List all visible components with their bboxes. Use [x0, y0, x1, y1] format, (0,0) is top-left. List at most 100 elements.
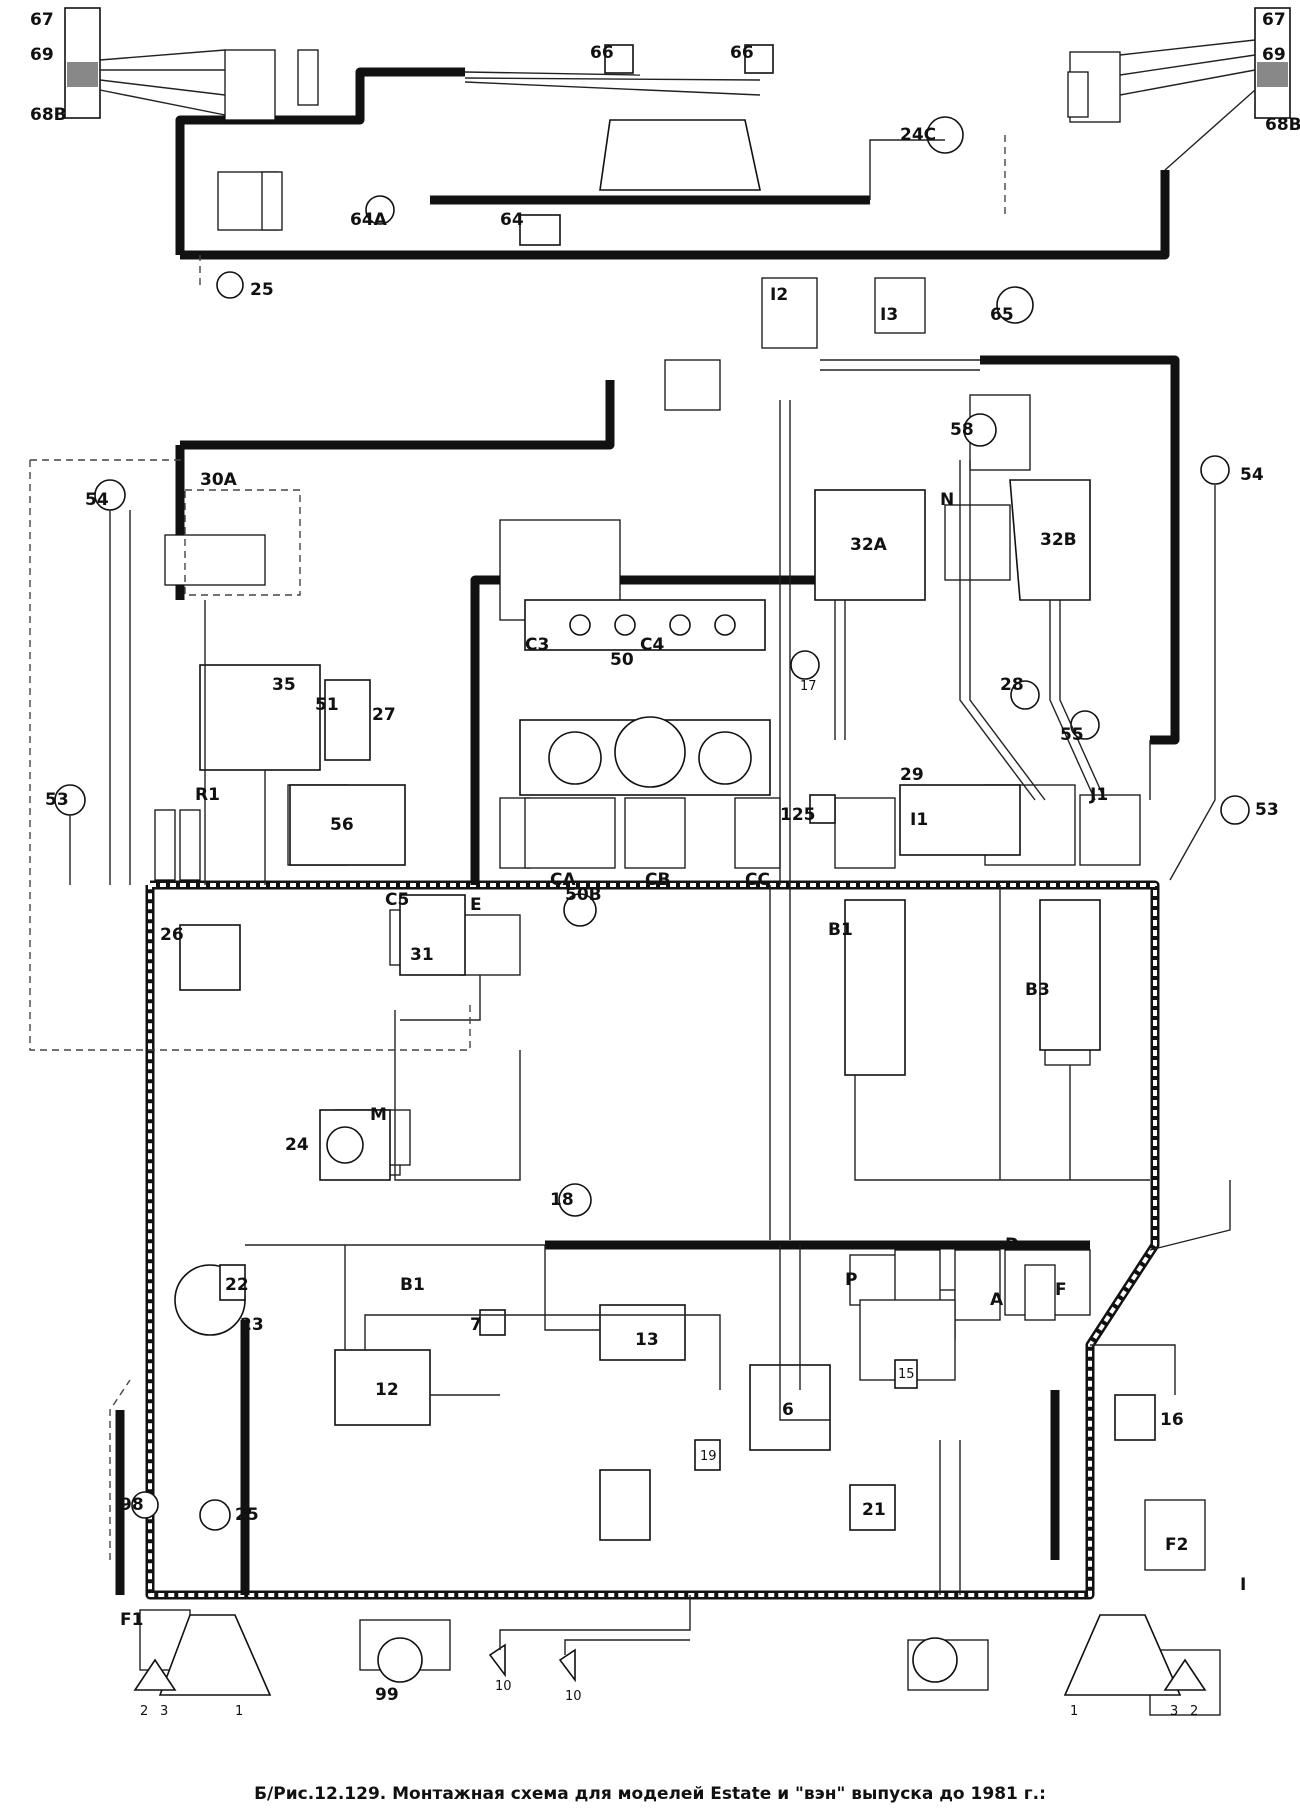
lamp-66a: [604, 44, 634, 74]
label-conn-i2: I2: [770, 285, 788, 305]
label-conn-p: P: [845, 1270, 857, 1290]
headlamp-left: [158, 1614, 272, 1696]
unit-58: [963, 413, 997, 447]
label-c16: 16: [1160, 1410, 1184, 1430]
label-c27: 27: [372, 705, 396, 725]
label-c54a: 54: [85, 490, 109, 510]
label-c26: 26: [160, 925, 184, 945]
label-c29: 29: [900, 765, 924, 785]
unit-64: [519, 214, 561, 246]
label-c1: 1: [235, 1704, 243, 1719]
unit-29a: [599, 119, 761, 191]
label-conn-c4: C4: [640, 635, 664, 655]
label-c18: 18: [550, 1190, 574, 1210]
label-c53a: 53: [45, 790, 69, 810]
horn-right: [558, 1648, 576, 1683]
label-c50b: 50B: [565, 885, 602, 905]
label-conn-i: I: [1240, 1575, 1246, 1595]
label-c10b: 10: [565, 1689, 582, 1704]
label-conn-cc: CC: [745, 870, 770, 890]
label-c25b: 25: [250, 280, 274, 300]
label-c58: 58: [950, 420, 974, 440]
heater-fan: [599, 1469, 651, 1541]
label-c35: 35: [272, 675, 296, 695]
side-lamp-left: [133, 1658, 177, 1691]
label-c24c: 24C: [900, 125, 936, 145]
label-conn-b1b: B1: [400, 1275, 425, 1295]
label-c56: 56: [330, 815, 354, 835]
switch-32a: [814, 489, 926, 601]
label-c66a: 66: [590, 43, 614, 63]
unit-15: [894, 1359, 918, 1389]
components: [54, 7, 1291, 1696]
label-c64a: 64A: [350, 210, 388, 230]
unit-26: [179, 924, 241, 991]
label-c54b: 54: [1240, 465, 1264, 485]
unit-25: [199, 1499, 231, 1531]
alternator-6: [749, 1364, 831, 1451]
label-conn-f2: F2: [1165, 1535, 1188, 1555]
label-conn-ca: CA: [550, 870, 576, 890]
label-conn-e: E: [470, 895, 482, 915]
unit-125: [809, 794, 836, 824]
headlamp-right: [1063, 1614, 1182, 1696]
label-c65: 65: [990, 305, 1014, 325]
side-lamp-right: [1163, 1658, 1207, 1691]
label-c12: 12: [375, 1380, 399, 1400]
label-c69b: 69: [1262, 45, 1286, 65]
unit-98: [131, 1491, 159, 1519]
wiper-21: [849, 1484, 896, 1531]
battery-12: [334, 1349, 431, 1426]
label-c50: 50: [610, 650, 634, 670]
label-c64: 64: [500, 210, 524, 230]
unit-56: [289, 784, 406, 866]
label-c2r: 2: [1190, 1704, 1198, 1719]
label-conn-b1a: B1: [828, 920, 853, 940]
unit-30a: [184, 489, 301, 596]
label-c3r: 3: [1170, 1704, 1178, 1719]
label-conn-b3: B3: [1025, 980, 1050, 1000]
lamp-66b: [744, 44, 774, 74]
label-conn-a: A: [990, 1290, 1004, 1310]
label-conn-i3: I3: [880, 305, 898, 325]
label-c2: 2: [140, 1704, 148, 1719]
label-c15: 15: [898, 1367, 915, 1382]
unit-99: [377, 1637, 423, 1683]
label-conn-m: M: [370, 1105, 387, 1125]
label-c98: 98: [120, 1495, 144, 1515]
wires: [29, 39, 1256, 1655]
label-c19: 19: [700, 1449, 717, 1464]
label-c28: 28: [1000, 675, 1024, 695]
label-c55: 55: [1060, 725, 1084, 745]
label-c25: 25: [235, 1505, 259, 1525]
unit-25b: [216, 271, 244, 299]
label-c30a: 30A: [200, 470, 238, 490]
fuse-block-b1: [844, 899, 906, 1076]
label-c22: 22: [225, 1275, 249, 1295]
label-c69a: 69: [30, 45, 54, 65]
label-conn-i1: I1: [910, 810, 928, 830]
label-c3: 3: [160, 1704, 168, 1719]
label-c21: 21: [862, 1500, 886, 1520]
label-conn-c3: C3: [525, 635, 549, 655]
label-conn-f1: F1: [120, 1610, 143, 1630]
connector-blocks: [139, 49, 1221, 1716]
label-conn-f: F: [1055, 1280, 1067, 1300]
unit-35: [199, 664, 321, 771]
label-conn-n: N: [940, 490, 954, 510]
label-c13: 13: [635, 1330, 659, 1350]
label-c6: 6: [782, 1400, 794, 1420]
label-c99: 99: [375, 1685, 399, 1705]
label-c53b: 53: [1255, 800, 1279, 820]
unit-65: [996, 286, 1034, 324]
unit-29: [899, 784, 1021, 856]
unit-7: [479, 1309, 506, 1336]
harness-upper: [115, 67, 1180, 1595]
label-conn-r1: R1: [195, 785, 220, 805]
component-labels: 2 3 1 1 3 2 10 10 12 13 15 16 17 18 19 2…: [30, 10, 1300, 1719]
label-c31: 31: [410, 945, 434, 965]
label-c32a: 32A: [850, 535, 888, 555]
label-c51: 51: [315, 695, 339, 715]
switch-32b: [1009, 479, 1091, 601]
